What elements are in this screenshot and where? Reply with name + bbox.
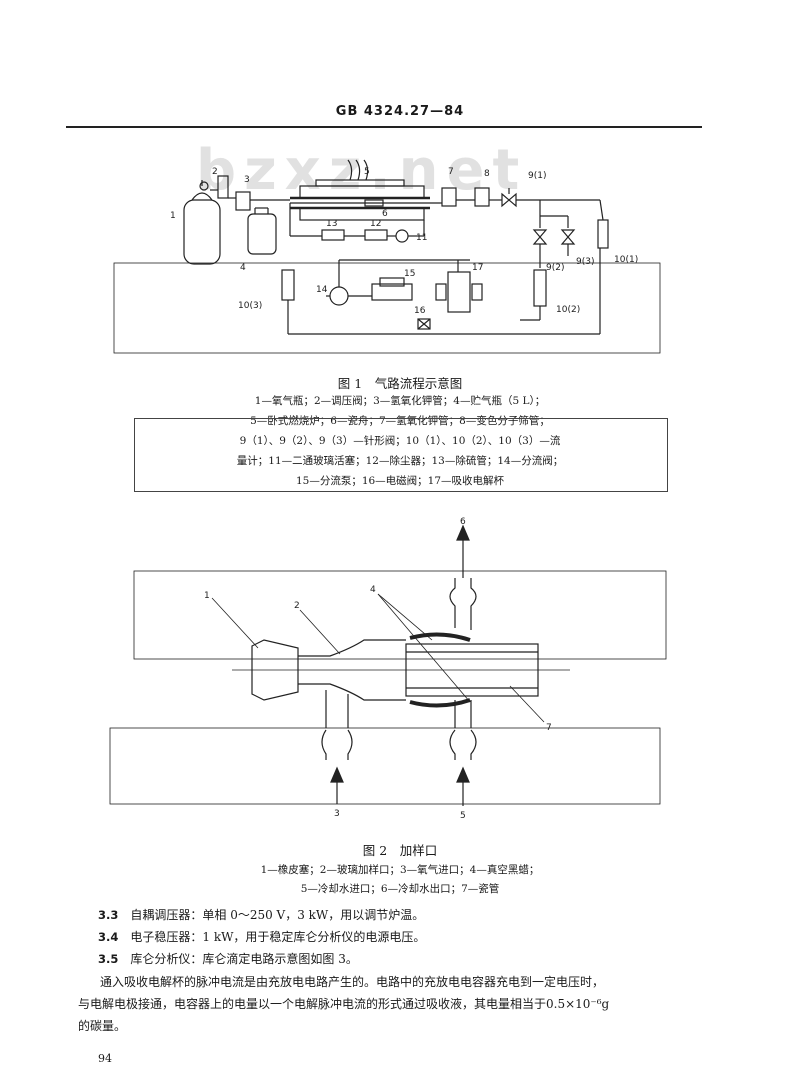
koh-tube-7 (441, 187, 457, 207)
paragraph-line: 通入吸收电解杯的脉冲电流是由充放电电路产生的。电路中的充放电电容器充电到一定电压… (100, 975, 605, 989)
fig1-label-12: 12 (370, 219, 381, 229)
desulfur-tube (321, 229, 345, 241)
figure-2-frame-upper (133, 570, 667, 660)
fig1-label-13: 13 (326, 219, 337, 229)
figure-1-frame (113, 262, 661, 354)
fig2-label-4: 4 (370, 585, 376, 595)
figure-2-sample-inlet-diagram: 1 2 3 4 5 6 7 (109, 517, 667, 821)
fig1-label-10-3: 10(3) (238, 301, 262, 311)
section-3-4: 3.4 电子稳压器：1 kW，用于稳定库仑分析仪的电源电压。 (98, 928, 425, 945)
section-number: 3.5 (98, 952, 119, 966)
vacuum-wax-lower (409, 698, 471, 708)
flowmeter-10-2 (533, 269, 547, 307)
header-rule (66, 126, 702, 128)
section-text: 自耦调压器：单相 0～250 V，3 kW，用以调节炉温。 (130, 908, 425, 922)
fig1-label-10-1: 10(1) (614, 255, 638, 265)
fig1-label-9-3: 9(3) (576, 257, 594, 267)
regulator-valve (217, 175, 229, 199)
fig2-label-1: 1 (204, 591, 210, 601)
fig1-label-2: 2 (212, 167, 218, 177)
furnace-top (315, 179, 405, 187)
flowmeter-10-1 (597, 219, 609, 249)
molecular-sieve-tube (474, 187, 490, 207)
fig1-label-16: 16 (414, 306, 426, 316)
figure-2-legend-line: 1—橡皮塞；2—玻璃加样口；3—氧气进口；4—真空黑蜡； (260, 864, 540, 876)
figure-2-legend-line: 5—冷却水进口；6—冷却水出口；7—瓷管 (300, 883, 500, 895)
fig1-label-1: 1 (170, 211, 176, 221)
needle-valve-9-1 (501, 192, 517, 208)
cylinder-gauge (199, 181, 209, 191)
fig1-label-10-2: 10(2) (556, 305, 580, 315)
fig1-label-3: 3 (244, 175, 250, 185)
fig1-label-6: 6 (382, 209, 388, 219)
fig2-label-7: 7 (546, 723, 552, 733)
fig2-label-2: 2 (294, 601, 300, 611)
paragraph-line: 与电解电极接通，电容器上的电量以一个电解脉冲电流的形式通过吸收液，其电量相当于0… (78, 997, 610, 1011)
solenoid-valve (417, 318, 431, 330)
figure-1-legend-line: 1—氧气瓶；2—调压阀；3—氢氧化钾管；4—贮气瓶（5 L）； (254, 395, 546, 407)
fig2-label-6: 6 (460, 517, 466, 527)
fig1-label-17: 17 (472, 263, 483, 273)
storage-bottle (247, 213, 277, 255)
rubber-stopper (251, 639, 299, 701)
fig1-label-9-1: 9(1) (528, 171, 546, 181)
fig1-label-11: 11 (416, 233, 427, 243)
fig1-label-8: 8 (484, 169, 490, 179)
page-number: 94 (98, 1052, 112, 1065)
fig1-label-7: 7 (448, 167, 454, 177)
oxygen-cylinder (183, 199, 221, 265)
standard-number-header: GB 4324.27—84 (335, 104, 465, 119)
dust-remover (364, 229, 388, 241)
section-3-5: 3.5 库仑分析仪：库仑滴定电路示意图如图 3。 (98, 950, 358, 967)
absorption-cell (447, 271, 471, 313)
needle-valve-9-2 (532, 229, 548, 245)
flowmeter-10-3 (281, 269, 295, 301)
figure-2-caption: 图 2 加样口 (362, 843, 438, 858)
section-number: 3.4 (98, 930, 119, 944)
koh-tube-3 (235, 191, 251, 211)
vacuum-wax-upper (409, 632, 471, 642)
furnace-upper (299, 185, 425, 199)
porcelain-boat (364, 199, 384, 207)
figure-1-gas-flow-diagram: 1 2 3 4 5 6 7 8 9(1) 9(2) 9(3) 10(1) 10(… (113, 159, 661, 354)
fig1-label-14: 14 (316, 285, 328, 295)
fig1-label-5: 5 (364, 167, 370, 177)
porcelain-tube (405, 643, 539, 697)
fig2-label-3: 3 (334, 809, 340, 819)
figure-1-caption: 图 1 气路流程示意图 (337, 376, 463, 391)
figure-1-legend-line: 15—分流泵；16—电磁阀；17—吸收电解杯 (295, 475, 505, 487)
figure-1-legend-line: 9（1）、9（2）、9（3）—针形阀；10（1）、10（2）、10（3）—流 (239, 435, 561, 447)
section-number: 3.3 (98, 908, 119, 922)
two-way-stopcock (395, 229, 409, 243)
furnace-lower (299, 207, 425, 221)
split-valve (329, 286, 349, 306)
fig1-label-4: 4 (240, 263, 246, 273)
needle-valve-9-3 (560, 229, 576, 245)
figure-2-frame-lower (109, 727, 661, 805)
section-text: 电子稳压器：1 kW，用于稳定库仑分析仪的电源电压。 (130, 930, 426, 944)
split-pump (371, 283, 413, 301)
figure-1-legend-line: 量计；11—二通玻璃活塞；12—除尘器；13—除硫管；14—分流阀； (236, 455, 564, 467)
paragraph-line: 的碳量。 (78, 1019, 127, 1033)
legend-frame (134, 418, 668, 492)
section-3-3: 3.3 自耦调压器：单相 0～250 V，3 kW，用以调节炉温。 (98, 906, 424, 923)
section-text: 库仑分析仪：库仑滴定电路示意图如图 3。 (130, 952, 358, 966)
fig1-label-9-2: 9(2) (546, 263, 564, 273)
fig1-label-15: 15 (404, 269, 415, 279)
fig2-label-5: 5 (460, 811, 466, 821)
